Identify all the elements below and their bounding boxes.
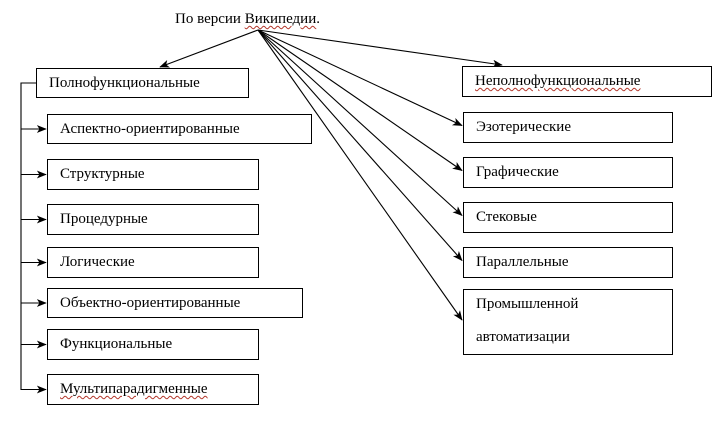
- arrow-title-to-left-head: [159, 29, 259, 68]
- node-label: Графические: [476, 164, 559, 181]
- left-rail-spine: [20, 82, 36, 390]
- node-left-6[interactable]: Функциональные: [47, 329, 259, 360]
- node-label-line1: Промышленной: [476, 296, 579, 312]
- node-label: Параллельные: [476, 254, 569, 271]
- arrow-title-to-right-5: [257, 29, 463, 321]
- node-right-0[interactable]: Неполнофункциональные: [462, 66, 712, 97]
- arrow-title-to-right-2: [257, 29, 463, 171]
- node-label: Структурные: [60, 166, 145, 183]
- node-label: Стековые: [476, 209, 537, 226]
- node-label: Функциональные: [60, 336, 173, 353]
- arrow-title-to-right-4: [257, 29, 463, 262]
- node-right-1[interactable]: Эзотерические: [463, 112, 673, 143]
- arrow-title-to-right-0: [257, 29, 503, 68]
- diagram-title-text: По версии Википедии.: [175, 11, 320, 27]
- node-label: Логические: [60, 254, 135, 271]
- node-label: Неполнофункциональные: [475, 73, 641, 90]
- node-label: Полнофункциональные: [49, 74, 200, 91]
- node-label: Мультипарадигменные: [60, 381, 208, 398]
- node-left-4[interactable]: Логические: [47, 247, 259, 278]
- node-left-1[interactable]: Аспектно-ориентированные: [47, 114, 312, 144]
- arrow-title-to-right-3: [257, 29, 463, 217]
- node-label-line2: автоматизации: [476, 328, 570, 345]
- node-left-5[interactable]: Объектно-ориентированные: [47, 288, 303, 318]
- node-right-5[interactable]: Промышленной автоматизации: [463, 289, 673, 355]
- node-label: Процедурные: [60, 211, 148, 228]
- misspelled-word: Википедии: [244, 11, 317, 27]
- arrow-title-to-right-1: [257, 29, 463, 126]
- node-left-0[interactable]: Полнофункциональные: [36, 68, 249, 98]
- node-label: Эзотерические: [476, 119, 571, 136]
- node-right-2[interactable]: Графические: [463, 157, 673, 188]
- node-left-2[interactable]: Структурные: [47, 159, 259, 190]
- node-left-7[interactable]: Мультипарадигменные: [47, 374, 259, 405]
- node-right-4[interactable]: Параллельные: [463, 247, 673, 278]
- node-left-3[interactable]: Процедурные: [47, 204, 259, 235]
- node-label: Объектно-ориентированные: [60, 294, 241, 311]
- node-right-3[interactable]: Стековые: [463, 202, 673, 233]
- node-label: Аспектно-ориентированные: [60, 120, 240, 137]
- diagram-title: По версии Википедии.: [175, 11, 320, 28]
